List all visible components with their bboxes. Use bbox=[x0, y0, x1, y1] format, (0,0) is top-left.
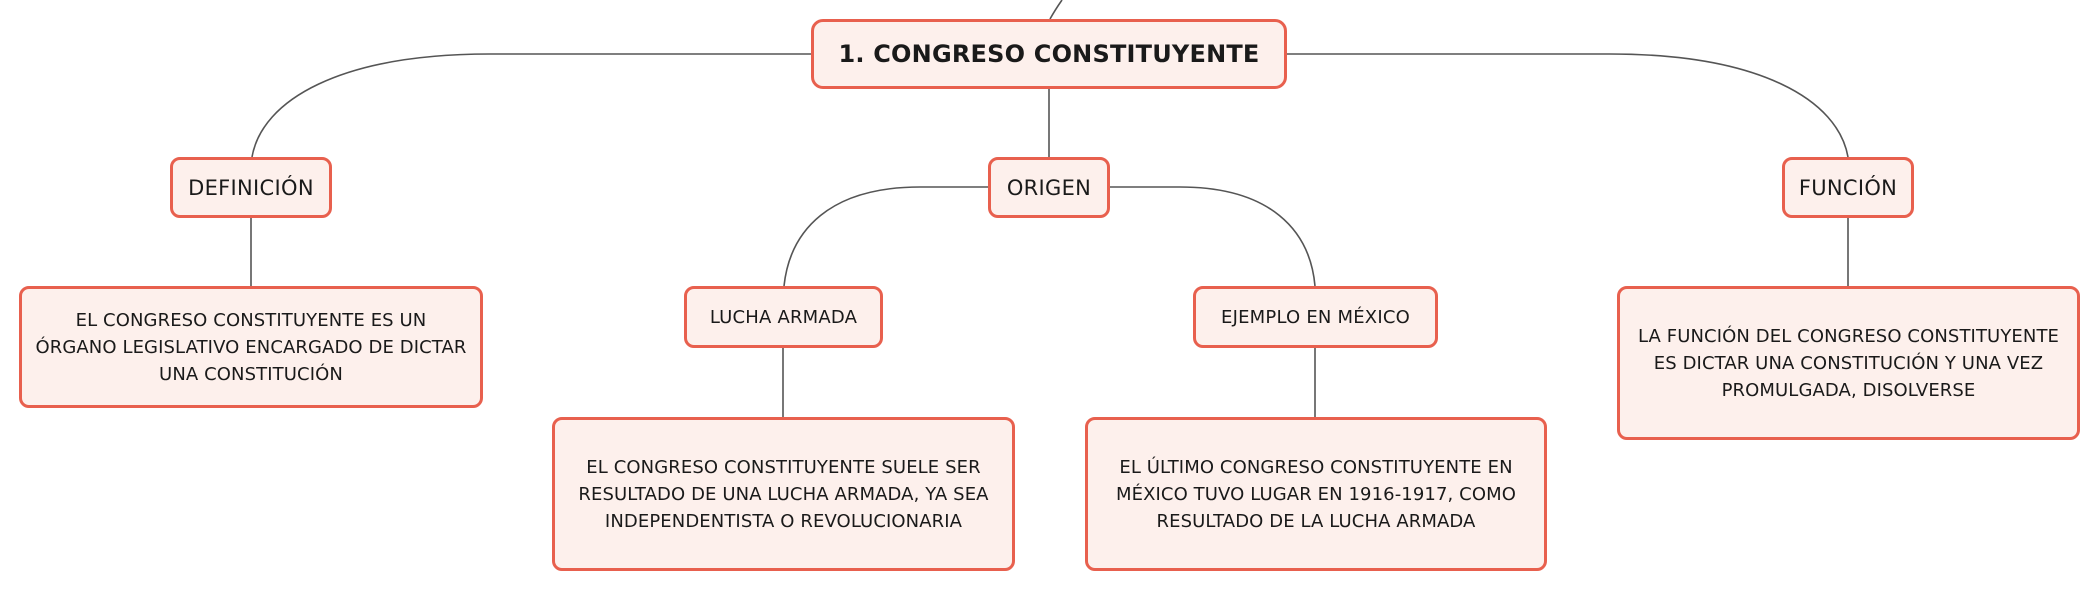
connector-root-to-definicion bbox=[251, 53, 811, 158]
subtopic-ejemplo-en-mexico[interactable]: EJEMPLO EN MÉXICO bbox=[1193, 286, 1438, 348]
detail-ejemplo-en-mexico-text: EL ÚLTIMO CONGRESO CONSTITUYENTE EN MÉXI… bbox=[1115, 456, 1516, 532]
detail-funcion[interactable]: LA FUNCIÓN DEL CONGRESO CONSTITUYENTE ES… bbox=[1617, 286, 2080, 440]
detail-definicion[interactable]: EL CONGRESO CONSTITUYENTE ES UN ÓRGANO L… bbox=[19, 286, 483, 408]
topic-funcion-label: FUNCIÓN bbox=[1798, 175, 1898, 200]
connector-root-to-funcion bbox=[1287, 53, 1849, 158]
subtopic-lucha-armada[interactable]: LUCHA ARMADA bbox=[684, 286, 883, 348]
connector-origen-to-lucha bbox=[783, 186, 988, 287]
connector-parent-to-root bbox=[1049, 0, 1063, 20]
topic-origen-label: ORIGEN bbox=[1006, 175, 1092, 200]
root-topic-node[interactable]: 1. CONGRESO CONSTITUYENTE bbox=[811, 19, 1287, 89]
connector-origen-to-ejemplo bbox=[1110, 186, 1316, 287]
topic-funcion[interactable]: FUNCIÓN bbox=[1782, 157, 1914, 218]
detail-definicion-text: EL CONGRESO CONSTITUYENTE ES UN ÓRGANO L… bbox=[35, 309, 467, 385]
topic-origen[interactable]: ORIGEN bbox=[988, 157, 1110, 218]
detail-lucha-armada[interactable]: EL CONGRESO CONSTITUYENTE SUELE SER RESU… bbox=[552, 417, 1015, 571]
detail-ejemplo-en-mexico[interactable]: EL ÚLTIMO CONGRESO CONSTITUYENTE EN MÉXI… bbox=[1085, 417, 1547, 571]
detail-lucha-armada-text: EL CONGRESO CONSTITUYENTE SUELE SER RESU… bbox=[578, 456, 989, 532]
topic-definicion[interactable]: DEFINICIÓN bbox=[170, 157, 332, 218]
detail-funcion-text: LA FUNCIÓN DEL CONGRESO CONSTITUYENTE ES… bbox=[1637, 325, 2060, 401]
subtopic-ejemplo-en-mexico-label: EJEMPLO EN MÉXICO bbox=[1221, 306, 1410, 328]
subtopic-lucha-armada-label: LUCHA ARMADA bbox=[709, 306, 858, 328]
root-topic-label: 1. CONGRESO CONSTITUYENTE bbox=[838, 40, 1260, 68]
topic-definicion-label: DEFINICIÓN bbox=[188, 175, 314, 200]
